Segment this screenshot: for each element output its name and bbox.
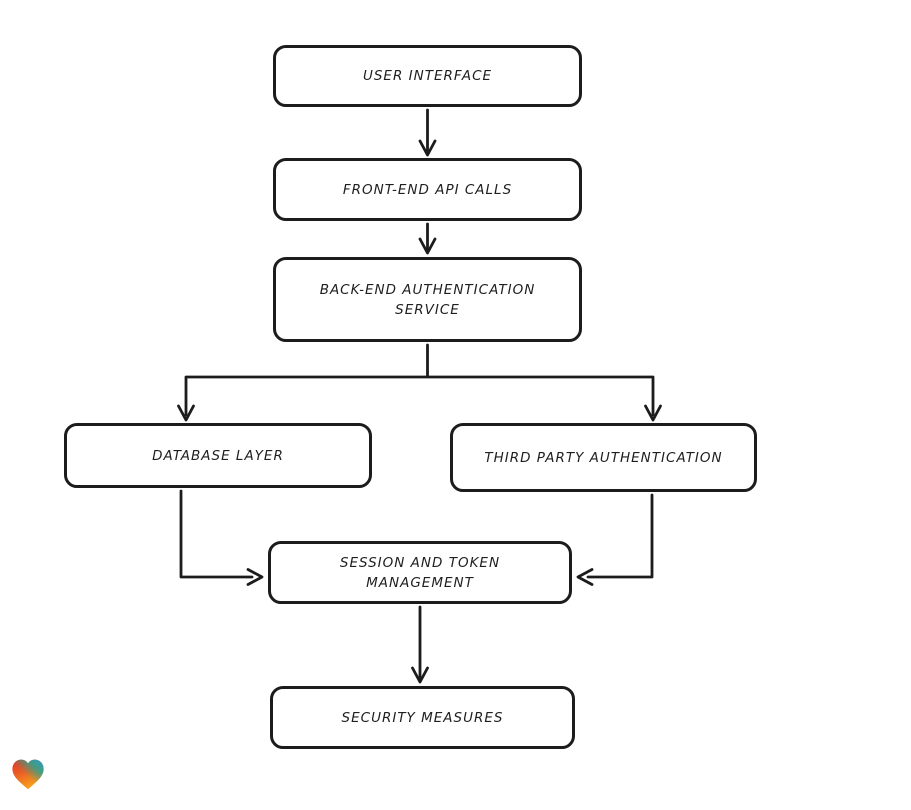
- edge-user-interface-to-front-end-api-calls: [418, 108, 437, 157]
- edge-back-end-authentication-service-branch: [177, 343, 662, 422]
- node-front-end-api-calls: FRONT-END API CALLS: [273, 158, 582, 221]
- node-security-measures: SECURITY MEASURES: [270, 686, 575, 749]
- edge-third-party-authentication-to-session-and-token-management: [576, 493, 654, 586]
- edge-database-layer-to-session-and-token-management: [179, 489, 264, 586]
- node-back-end-authentication-service: BACK-END AUTHENTICATION SERVICE: [273, 257, 582, 342]
- gradient-heart-logo[interactable]: [9, 756, 47, 794]
- node-session-and-token-management: SESSION AND TOKEN MANAGEMENT: [268, 541, 572, 604]
- edge-front-end-api-calls-to-back-end-authentication-service: [418, 222, 437, 255]
- node-third-party-authentication: THIRD PARTY AUTHENTICATION: [450, 423, 757, 492]
- edge-session-and-token-management-to-security-measures: [411, 605, 429, 684]
- node-user-interface: USER INTERFACE: [273, 45, 582, 107]
- heart-icon: [12, 759, 44, 790]
- node-database-layer: DATABASE LAYER: [64, 423, 372, 488]
